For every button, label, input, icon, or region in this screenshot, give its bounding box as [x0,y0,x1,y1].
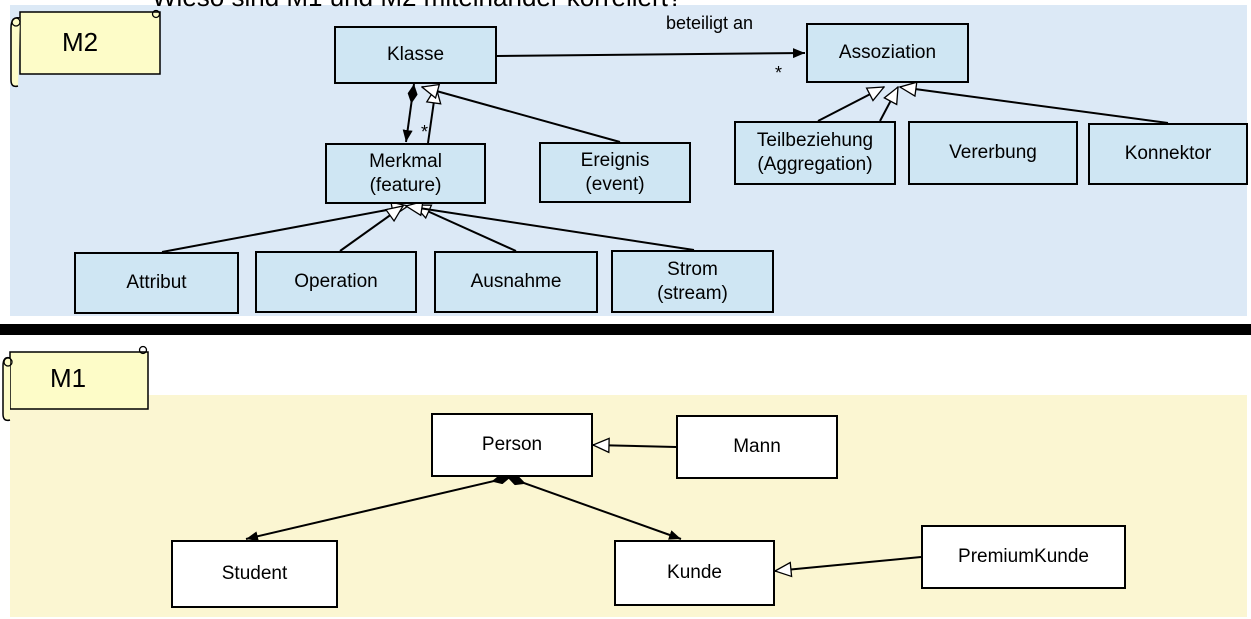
gen-attribut-merkmal [161,206,408,253]
gen-konnektor-assoziation [900,87,1169,124]
gen-teil-assoziation [817,86,884,122]
class-teilbeziehung: Teilbeziehung (Aggregation) [734,121,896,185]
class-ausnahme: Ausnahme [434,251,598,313]
gen-operation-merkmal [339,206,403,252]
class-mann: Mann [676,415,838,479]
class-strom: Strom (stream) [611,250,774,313]
gen-merkmal-klasse [428,87,436,144]
class-vererbung: Vererbung [908,121,1078,185]
multiplicity-merkmal: * [421,122,429,142]
class-klasse: Klasse [334,26,497,84]
class-student: Student [171,540,338,608]
m2-level-label: M2 [62,27,99,57]
class-assoziation: Assoziation [806,23,969,83]
class-attribut: Attribut [74,252,239,314]
m1-level-label: M1 [50,363,87,393]
gen-vererbung-assoziation [879,87,899,122]
association-line [496,48,806,59]
class-premiumkunde: PremiumKunde [921,525,1126,589]
gen-ereignis-klasse [422,87,621,143]
page-title: Wieso sind M1 und M2 miteinander korreli… [152,0,682,13]
association-label: beteiligt an [666,13,754,33]
m2-scroll-shape [10,9,161,88]
gen-ausnahme-merkmal [414,204,517,252]
multiplicity-assoziation: * [775,63,783,83]
composition-person-kunde [506,475,682,540]
level-divider [0,324,1251,335]
class-merkmal: Merkmal (feature) [325,143,486,204]
class-konnektor: Konnektor [1088,123,1248,185]
gen-strom-merkmal [406,206,695,251]
gen-premium-kunde [775,556,922,571]
class-ereignis: Ereignis (event) [539,142,691,203]
class-operation: Operation [255,251,417,313]
composition-klasse-merkmal [402,83,418,143]
composition-person-student [245,474,512,542]
class-person: Person [431,413,593,477]
class-kunde: Kunde [614,540,775,606]
m1-scroll-shape [2,345,149,422]
gen-mann-person [593,445,677,447]
